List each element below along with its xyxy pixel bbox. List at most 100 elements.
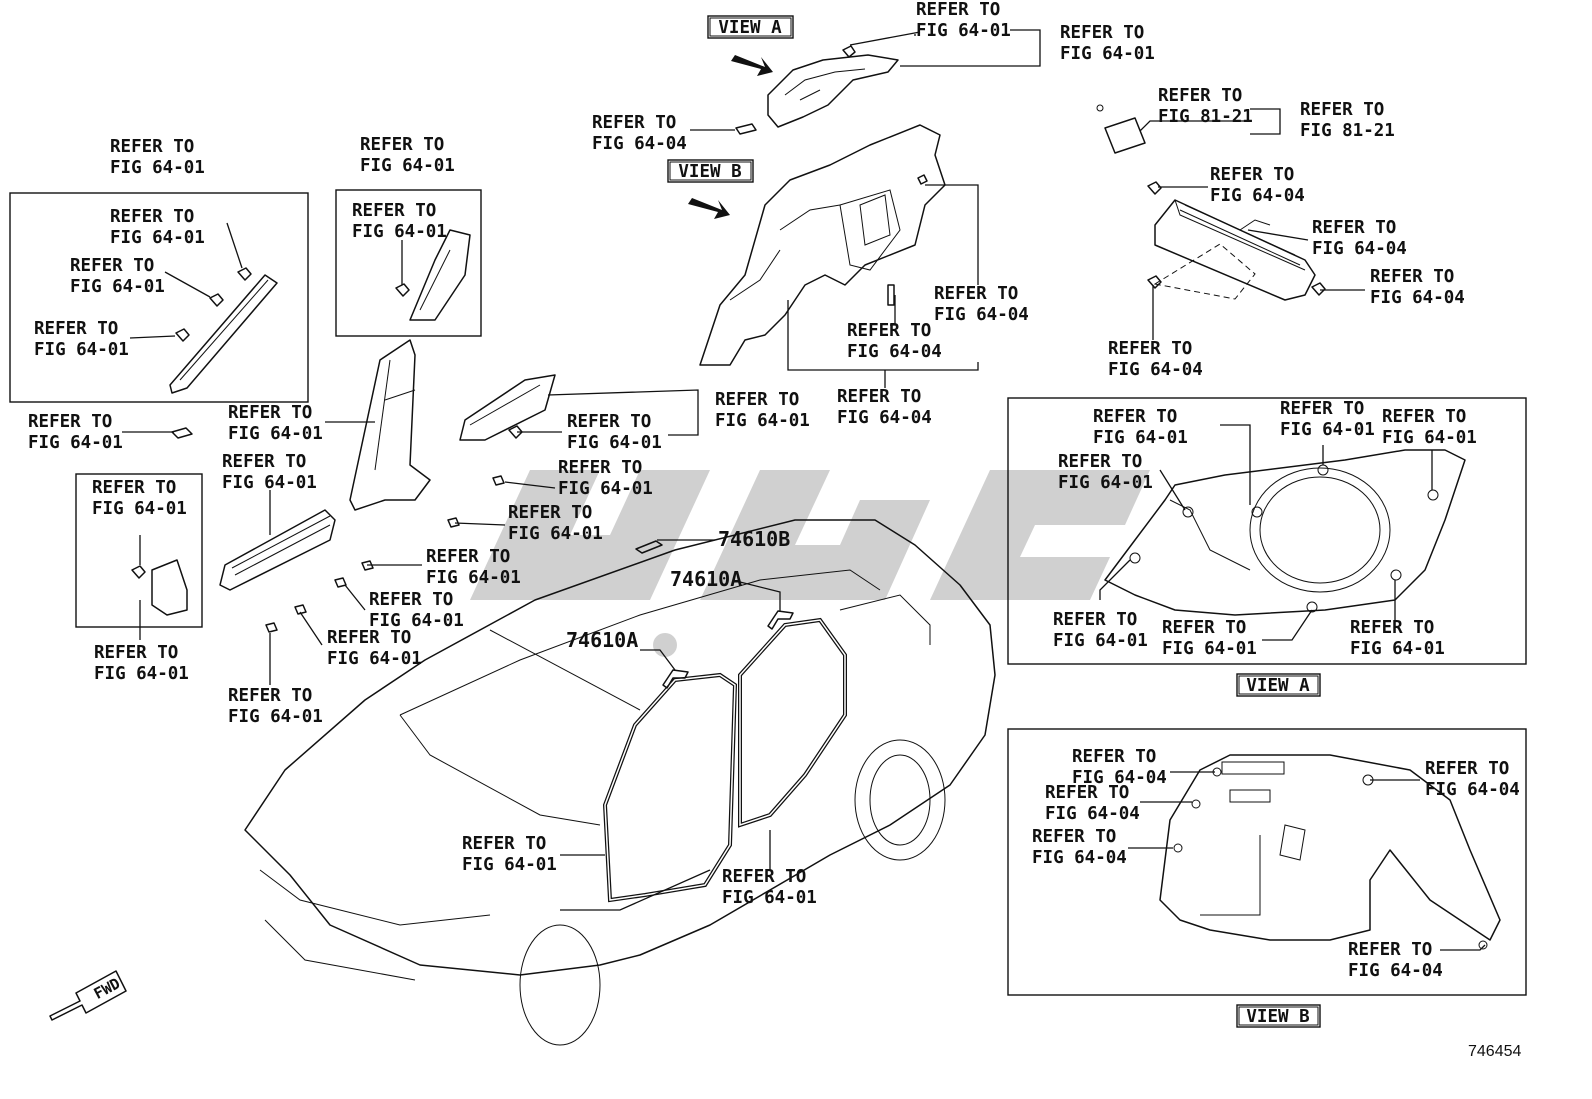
svg-text:FIG 64-01: FIG 64-01: [1058, 473, 1153, 493]
inset-box-a-pillar: [9, 192, 309, 403]
inset-box-view-a: [1007, 397, 1527, 665]
svg-text:FIG 64-01: FIG 64-01: [327, 649, 422, 669]
svg-text:FIG 64-01: FIG 64-01: [1280, 420, 1375, 440]
svg-text:VIEW B: VIEW B: [1246, 1007, 1309, 1027]
svg-text:FIG 64-01: FIG 64-01: [1382, 428, 1477, 448]
svg-text:FIG 64-01: FIG 64-01: [1350, 639, 1445, 659]
svg-text:FIG 64-01: FIG 64-01: [94, 664, 189, 684]
svg-text:FIG 64-04: FIG 64-04: [1348, 961, 1443, 981]
svg-text:FIG 64-01: FIG 64-01: [462, 855, 557, 875]
view-b-label: VIEW B: [1236, 1004, 1321, 1028]
part-number-74610a-rear: 74610A: [670, 567, 742, 591]
svg-text:REFER TO: REFER TO: [715, 390, 799, 410]
svg-text:REFER TO: REFER TO: [1370, 267, 1454, 287]
rear-door-weatherstrip: [738, 617, 847, 828]
svg-text:REFER TO: REFER TO: [92, 478, 176, 498]
svg-text:FIG 64-04: FIG 64-04: [934, 305, 1029, 325]
svg-text:REFER TO: REFER TO: [934, 284, 1018, 304]
view-a-detail: [1104, 449, 1466, 616]
svg-text:VIEW A: VIEW A: [1246, 676, 1310, 696]
svg-text:REFER TO: REFER TO: [70, 256, 154, 276]
svg-text:FIG 64-01: FIG 64-01: [222, 473, 317, 493]
svg-text:FIG 64-04: FIG 64-04: [1108, 360, 1203, 380]
center-pillar-lower: [349, 339, 431, 511]
clip-icon: [447, 517, 460, 528]
svg-text:REFER TO: REFER TO: [352, 201, 436, 221]
svg-text:REFER TO: REFER TO: [558, 458, 642, 478]
svg-text:FIG 64-01: FIG 64-01: [567, 433, 662, 453]
svg-text:REFER TO: REFER TO: [1350, 618, 1434, 638]
rear-door-scuff: [459, 374, 556, 441]
clip-icon: [735, 123, 757, 135]
svg-text:REFER TO: REFER TO: [837, 387, 921, 407]
svg-text:REFER TO: REFER TO: [567, 412, 651, 432]
inset-box-pillar-upper: [335, 189, 482, 337]
svg-text:REFER TO: REFER TO: [462, 834, 546, 854]
svg-text:FIG 64-01: FIG 64-01: [1060, 44, 1155, 64]
svg-text:REFER TO: REFER TO: [847, 321, 931, 341]
diagram-number: 746454: [1468, 1043, 1521, 1060]
svg-text:FIG 64-01: FIG 64-01: [916, 21, 1011, 41]
svg-text:REFER TO: REFER TO: [1053, 610, 1137, 630]
svg-text:FIG 64-04: FIG 64-04: [1210, 186, 1305, 206]
svg-text:REFER TO: REFER TO: [34, 319, 118, 339]
svg-text:REFER TO: REFER TO: [110, 137, 194, 157]
svg-text:FIG 64-01: FIG 64-01: [715, 411, 810, 431]
svg-text:REFER TO: REFER TO: [1045, 783, 1129, 803]
svg-text:REFER TO: REFER TO: [1093, 407, 1177, 427]
svg-text:FIG 64-01: FIG 64-01: [228, 424, 323, 444]
svg-text:REFER TO: REFER TO: [369, 590, 453, 610]
svg-text:REFER TO: REFER TO: [426, 547, 510, 567]
vehicle-outline: [244, 519, 996, 1046]
svg-text:REFER TO: REFER TO: [508, 503, 592, 523]
svg-text:FIG 64-01: FIG 64-01: [369, 611, 464, 631]
inset-box-view-b: [1007, 728, 1527, 996]
clip-icon: [171, 427, 193, 439]
svg-text:REFER TO: REFER TO: [228, 686, 312, 706]
svg-text:FIG 64-01: FIG 64-01: [722, 888, 817, 908]
clip-icon: [265, 622, 278, 633]
svg-text:FIG 64-01: FIG 64-01: [426, 568, 521, 588]
svg-text:FIG 64-01: FIG 64-01: [228, 707, 323, 727]
svg-text:FIG 64-04: FIG 64-04: [1032, 848, 1127, 868]
back-door-trim-panel: [1147, 181, 1326, 301]
svg-text:FIG 64-01: FIG 64-01: [70, 277, 165, 297]
inset-box-cowl-side: [75, 473, 203, 628]
rear-quarter-trim: [699, 124, 946, 366]
svg-text:REFER TO: REFER TO: [1032, 827, 1116, 847]
svg-text:FIG 64-04: FIG 64-04: [592, 134, 687, 154]
svg-text:REFER TO: REFER TO: [916, 0, 1000, 20]
svg-text:FIG 81-21: FIG 81-21: [1158, 107, 1253, 127]
watermark-logo: [470, 470, 1150, 657]
svg-text:REFER TO: REFER TO: [1158, 86, 1242, 106]
svg-text:FIG 64-01: FIG 64-01: [360, 156, 455, 176]
svg-text:REFER TO: REFER TO: [1108, 339, 1192, 359]
svg-text:REFER TO: REFER TO: [1060, 23, 1144, 43]
svg-text:FIG 64-04: FIG 64-04: [1370, 288, 1465, 308]
